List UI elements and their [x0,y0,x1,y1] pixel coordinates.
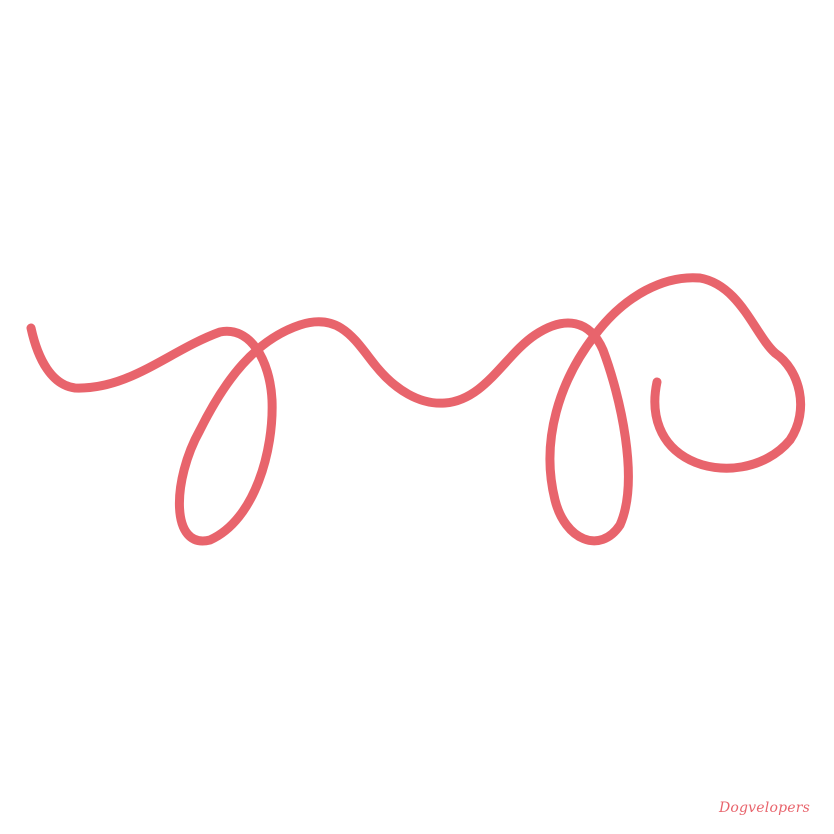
brand-watermark: Dogvelopers [718,800,810,816]
dog-outline-stroke [26,273,806,546]
